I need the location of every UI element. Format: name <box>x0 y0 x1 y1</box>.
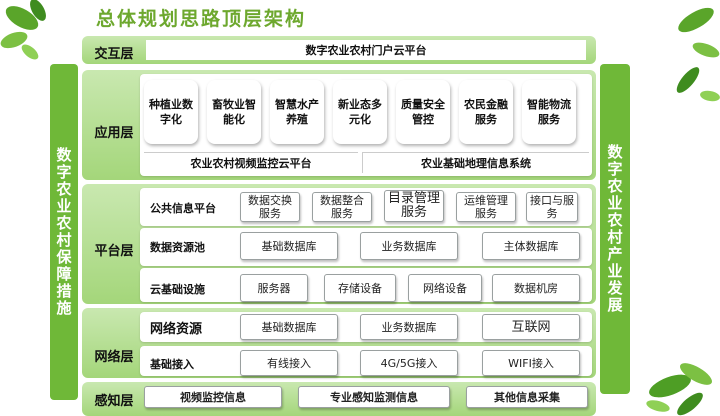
public-info-item: 数据交换服务 <box>240 192 300 222</box>
app-item: 智能物流服务 <box>522 80 576 144</box>
leaf-decoration-icon <box>646 363 712 416</box>
app-item: 畜牧业智能化 <box>207 80 261 144</box>
data-pool-item: 主体数据库 <box>482 232 580 260</box>
cloud-item: 数据机房 <box>492 274 580 302</box>
platform-layer-label: 平台层 <box>94 244 134 259</box>
data-pool-item: 基础数据库 <box>240 232 338 260</box>
cloud-item: 网络设备 <box>408 274 482 302</box>
interaction-layer: 交互层 数字农业农村门户云平台 <box>82 36 596 64</box>
interaction-layer-label: 交互层 <box>94 47 134 62</box>
app-item: 智慧水产养殖 <box>270 80 324 144</box>
leaf-decoration-icon <box>676 7 720 102</box>
app-item: 新业态多元化 <box>333 80 387 144</box>
public-info-item: 数据整合服务 <box>312 192 372 222</box>
page-title: 总体规划思路顶层架构 <box>96 8 307 30</box>
network-layer-label: 网络层 <box>94 350 134 365</box>
public-info-label: 公共信息平台 <box>150 202 216 215</box>
video-monitoring-bar: 农业农村视频监控云平台 <box>144 152 358 173</box>
public-info-item: 运维管理服务 <box>456 192 516 222</box>
app-item: 质量安全管控 <box>396 80 450 144</box>
perception-item: 视频监控信息 <box>144 386 282 408</box>
app-item: 种植业数字化 <box>144 80 198 144</box>
right-column-industry: 数字农业农村产业发展 <box>600 64 630 394</box>
gis-bar: 农业基础地理信息系统 <box>362 152 589 173</box>
portal-platform: 数字农业农村门户云平台 <box>146 40 586 60</box>
cloud-item: 存储设备 <box>324 274 396 302</box>
leaf-decoration-icon <box>0 0 46 60</box>
app-item: 农民金融服务 <box>459 80 513 144</box>
network-resources-item: 业务数据库 <box>360 314 458 340</box>
data-pool-item: 业务数据库 <box>360 232 458 260</box>
network-resources-label: 网络资源 <box>150 322 203 337</box>
perception-item: 专业感知监测信息 <box>298 386 450 408</box>
access-item: 4G/5G接入 <box>360 350 458 376</box>
public-info-item: 接口与服务 <box>526 192 578 222</box>
network-resources-item: 互联网 <box>482 314 580 340</box>
left-column-safeguards: 数字农业农村保障措施 <box>50 64 78 400</box>
perception-item: 其他信息采集 <box>466 386 588 408</box>
access-label: 基础接入 <box>150 358 194 371</box>
access-item: 有线接入 <box>240 350 338 376</box>
cloud-item: 服务器 <box>240 274 308 302</box>
perception-layer-label: 感知层 <box>94 394 134 409</box>
data-pool-label: 数据资源池 <box>150 241 205 254</box>
access-item: WIFI接入 <box>482 350 580 376</box>
application-layer-label: 应用层 <box>94 126 134 141</box>
network-resources-item: 基础数据库 <box>240 314 338 340</box>
cloud-label: 云基础设施 <box>150 283 205 296</box>
public-info-item: 目录管理服务 <box>384 190 444 222</box>
